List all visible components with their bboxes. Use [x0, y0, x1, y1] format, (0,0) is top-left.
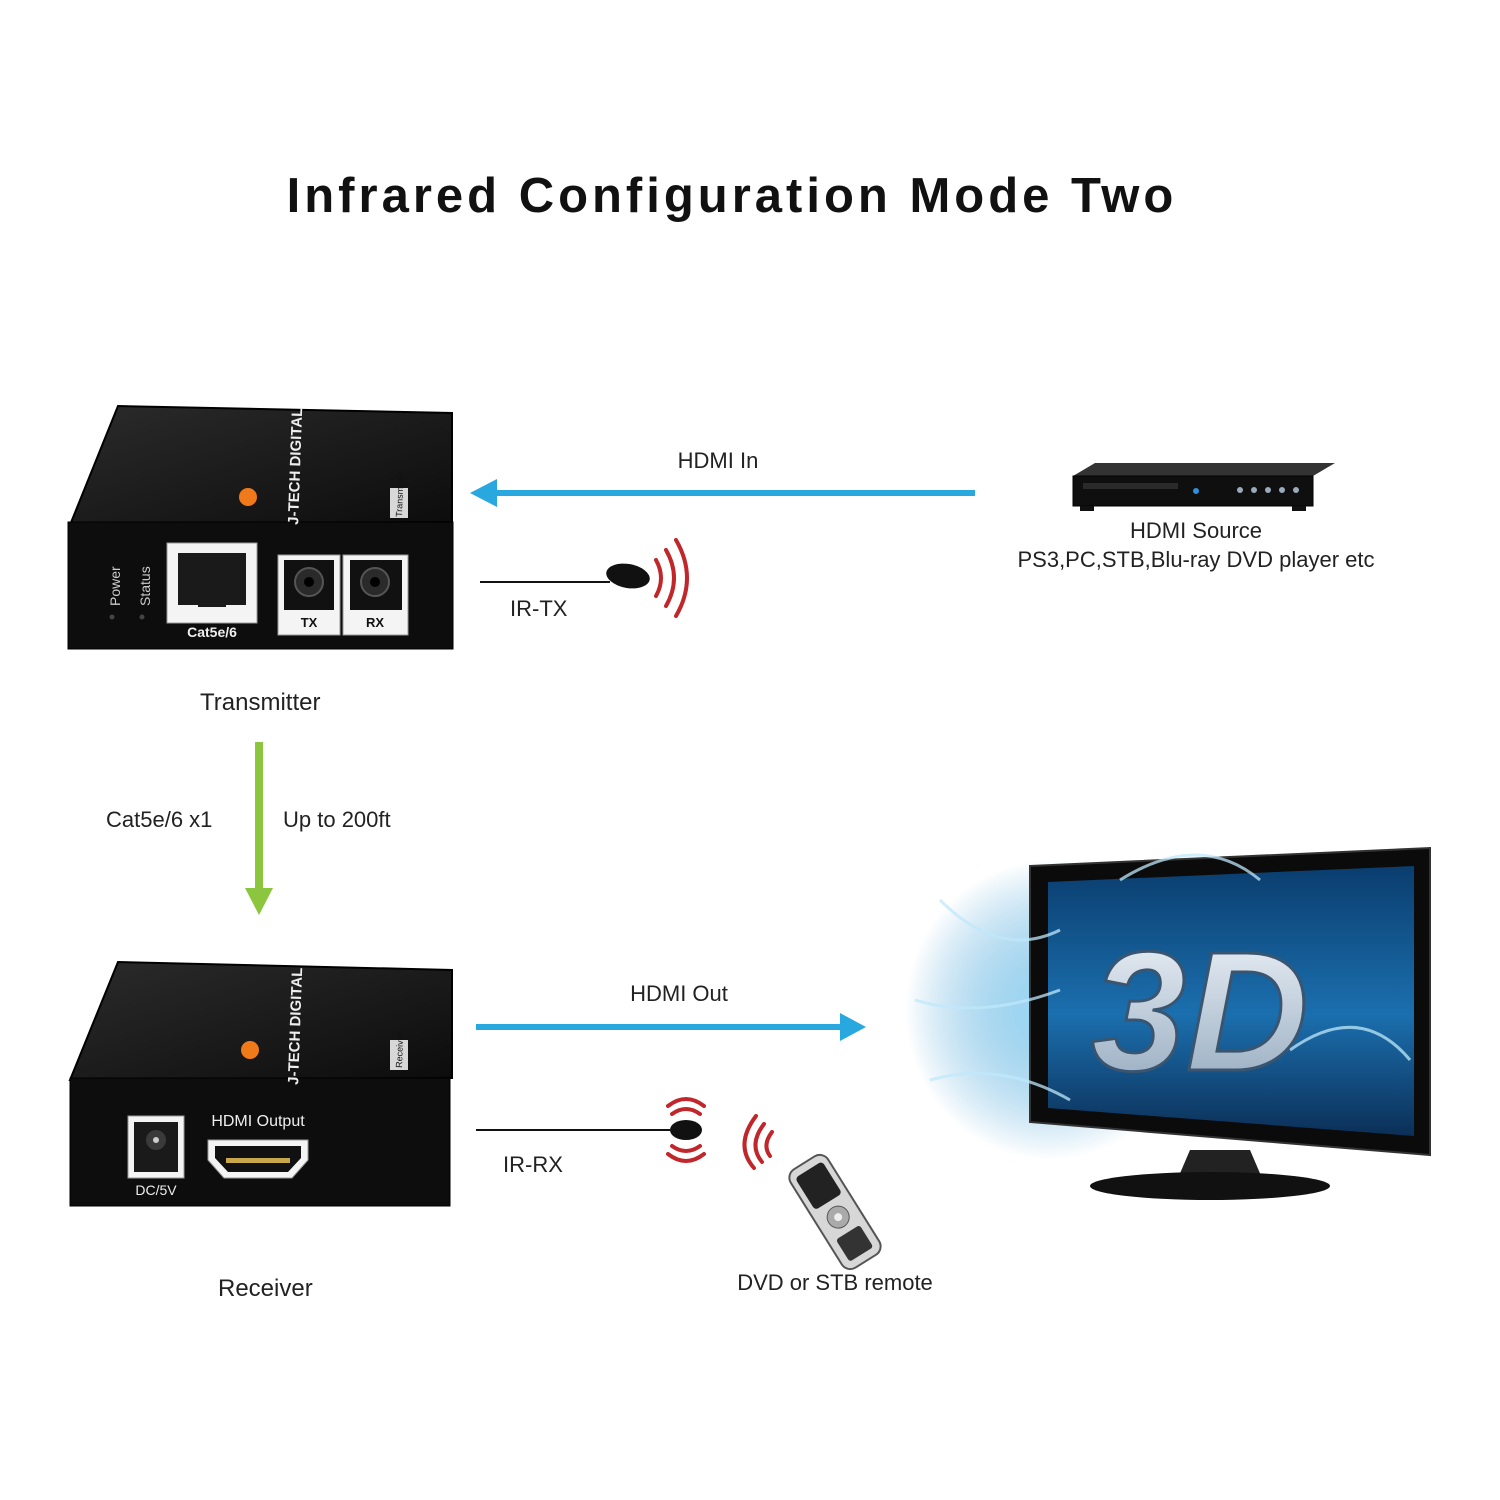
transmitter-device: J-TECH DIGITAL Transmitter Power Status … [67, 404, 454, 650]
page-title: Infrared Configuration Mode Two [286, 169, 1178, 223]
remote-control-icon [788, 1153, 882, 1271]
transmitter-brand: J-TECH DIGITAL [285, 407, 306, 525]
cat5-port-label: Cat5e/6 [187, 624, 237, 640]
led-label-status: Status [137, 566, 153, 606]
transmitter-label: Transmitter [200, 689, 321, 716]
source-subtitle: PS3,PC,STB,Blu-ray DVD player etc [1017, 547, 1375, 572]
remote-signal-icon [742, 1114, 774, 1170]
ir-rx-signal-icon [666, 1097, 706, 1163]
hdmi-in-arrow [470, 479, 975, 507]
led-label-power: Power [107, 566, 123, 606]
cable-label: Cat5e/6 x1 [106, 807, 213, 832]
ir-rx-label: IR-RX [503, 1152, 563, 1177]
power-led [109, 614, 115, 620]
remote-label: DVD or STB remote [737, 1270, 933, 1295]
dc-jack-label: DC/5V [135, 1182, 177, 1198]
receiver-label: Receiver [218, 1275, 313, 1302]
receiver-brand: J-TECH DIGITAL [285, 967, 306, 1085]
3d-badge: 3D [1091, 917, 1308, 1107]
hdmi-output-label: HDMI Output [211, 1113, 305, 1130]
status-led [139, 614, 145, 620]
ir-tx-signal-icon [654, 538, 689, 618]
ir-tx-emitter [480, 563, 650, 589]
ir-tx-port-label: TX [301, 615, 318, 630]
3d-tv-display [905, 846, 1431, 1200]
ir-tx-label: IR-TX [510, 596, 568, 621]
receiver-device: J-TECH DIGITAL Receiver DC/5V HDMI Outpu… [68, 960, 453, 1207]
hdmi-out-label: HDMI Out [630, 981, 728, 1006]
hdmi-source-player-icon [1072, 463, 1335, 511]
ir-rx-port-label: RX [366, 615, 384, 630]
transmitter-side-text: Transmitter [394, 472, 406, 517]
receiver-side-text: Receiver [394, 1032, 405, 1068]
distance-label: Up to 200ft [283, 807, 391, 832]
brand-logo-icon [239, 488, 257, 506]
hdmi-in-label: HDMI In [677, 448, 759, 473]
hdmi-out-arrow [476, 1013, 866, 1041]
brand-logo-icon [241, 1041, 259, 1059]
ir-rx-receiver [476, 1120, 702, 1140]
cat-cable-arrow [245, 742, 273, 915]
source-title: HDMI Source [1129, 518, 1263, 543]
